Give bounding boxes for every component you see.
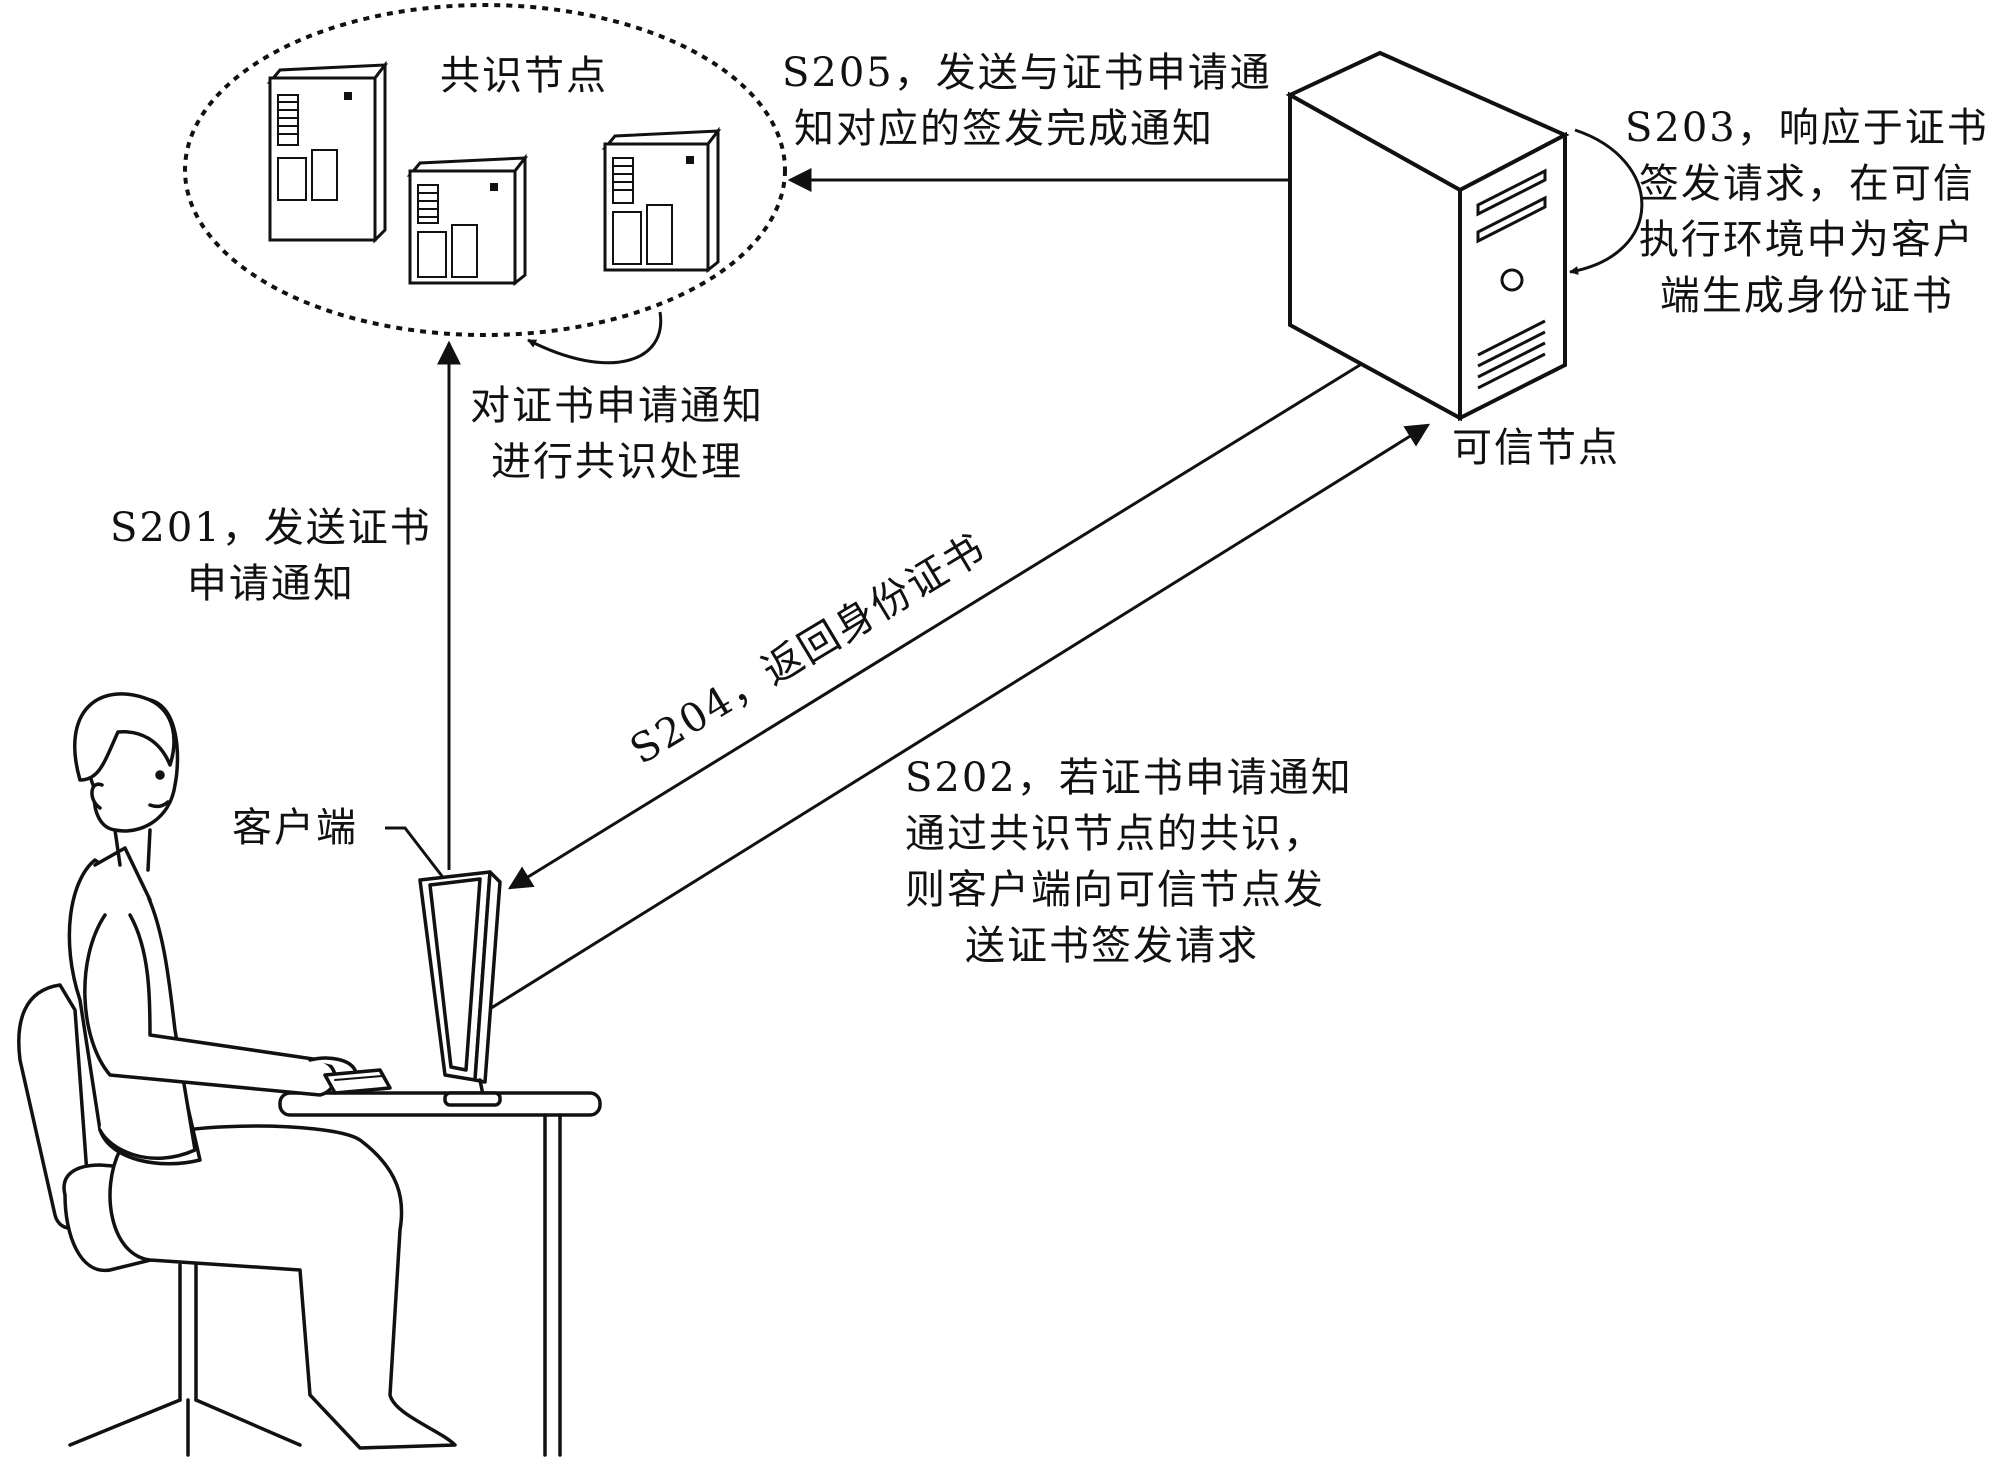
s202-arrow	[479, 423, 1431, 1017]
consensus-node-group	[183, 3, 787, 365]
client-label-text: 客户端	[232, 805, 358, 851]
trusted-node-label: 可信节点	[1452, 420, 1620, 476]
s205-label-line-2: 知对应的签发完成通知	[794, 106, 1214, 152]
consensus-server-icon-2	[406, 153, 529, 287]
s201-label-line-2: 申请通知	[186, 561, 355, 607]
s202-label-line-1: S202，若证书申请通知	[905, 755, 1353, 801]
consensus-server-icon-3	[601, 126, 722, 274]
client-person-illustration	[17, 692, 602, 1457]
consensus-process-loop-arrow	[527, 311, 663, 365]
s203-label-line-2: 签发请求，在可信	[1638, 161, 1975, 207]
s203-label: S203，响应于证书 签发请求，在可信 执行环境中为客户 端生成身份证书	[1625, 100, 1989, 324]
trusted-node-label-text: 可信节点	[1452, 425, 1620, 471]
s202-label-line-4: 送证书签发请求	[965, 923, 1259, 969]
s202-label-line-2: 通过共识节点的共识，	[905, 811, 1325, 857]
s203-label-line-3: 执行环境中为客户	[1638, 217, 1975, 263]
consensus-process-label-line-2: 进行共识处理	[491, 439, 743, 485]
s205-label: S205，发送与证书申请通 知对应的签发完成通知	[782, 45, 1272, 157]
consensus-node-label: 共识节点	[440, 48, 608, 104]
s201-label-line-1: S201，发送证书	[110, 505, 432, 551]
s202-label: S202，若证书申请通知 通过共识节点的共识， 则客户端向可信节点发 送证书签发…	[905, 750, 1353, 974]
consensus-process-label: 对证书申请通知 进行共识处理	[470, 378, 764, 490]
consensus-node-label-text: 共识节点	[440, 53, 608, 99]
s202-label-line-3: 则客户端向可信节点发	[905, 867, 1325, 913]
s203-label-line-1: S203，响应于证书	[1625, 105, 1989, 151]
consensus-server-icon-1	[266, 60, 389, 244]
trusted-node-server-icon	[1285, 50, 1570, 422]
s201-label: S201，发送证书 申请通知	[110, 500, 432, 612]
consensus-process-label-line-1: 对证书申请通知	[470, 383, 764, 429]
s205-label-line-1: S205，发送与证书申请通	[782, 50, 1272, 96]
s203-label-line-4: 端生成身份证书	[1659, 273, 1954, 319]
s203-loop-arrow	[1569, 128, 1644, 275]
client-label-leader	[385, 826, 447, 881]
consensus-node-boundary	[183, 3, 787, 337]
client-label: 客户端	[232, 800, 358, 856]
s204-arrow	[507, 363, 1361, 890]
